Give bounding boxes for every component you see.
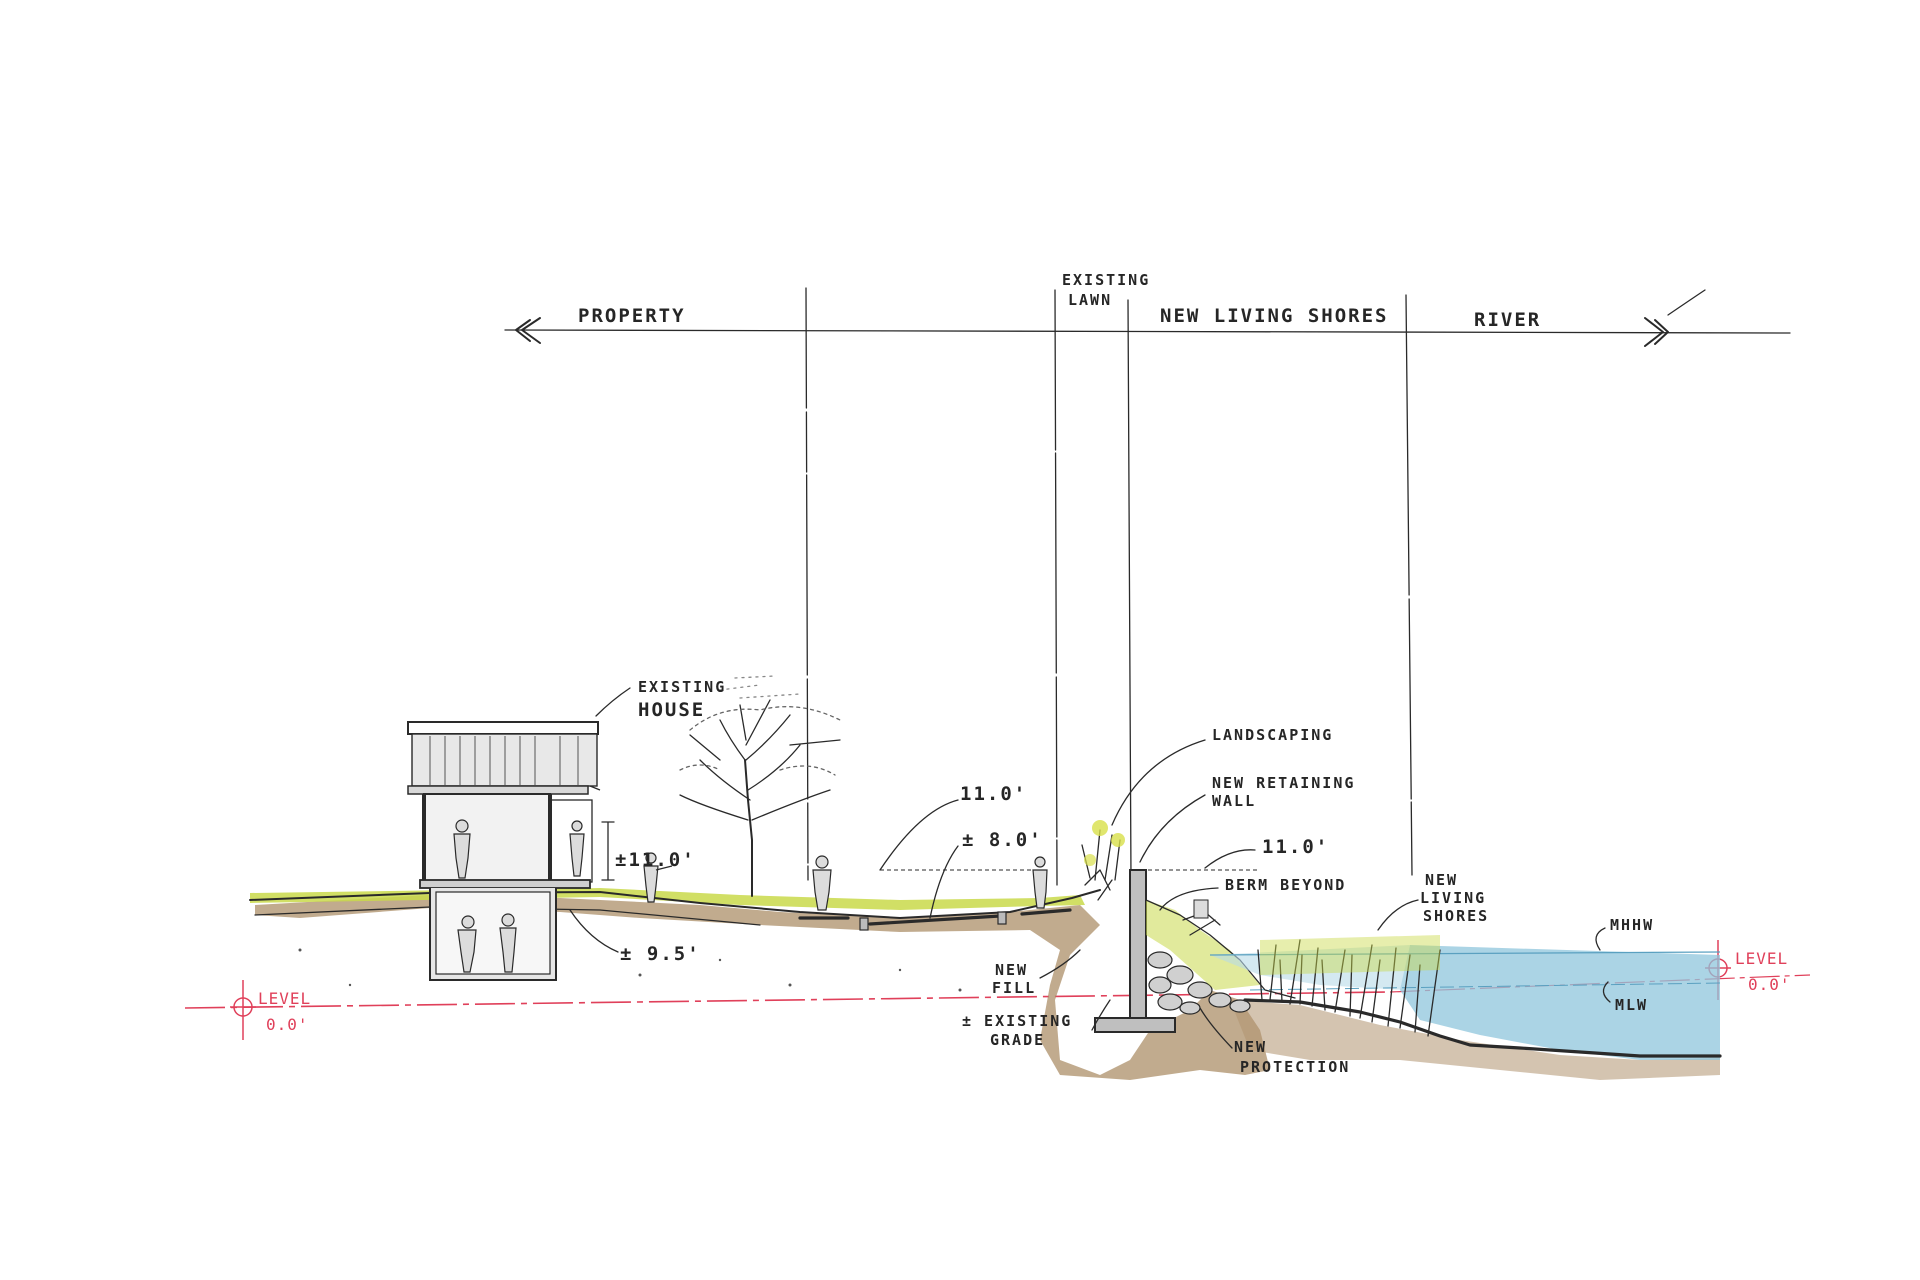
living-shore-reeds — [1257, 939, 1441, 1037]
left-arrow-icon — [515, 317, 541, 344]
zone-property-label: PROPERTY — [578, 305, 686, 327]
landscaping-plant-icon — [1081, 820, 1125, 901]
elev-lawn-top: 11.0' — [960, 783, 1027, 805]
tree-icon — [679, 675, 841, 897]
elev-house-floor: ±11.0' — [615, 849, 696, 871]
zone-dimension-line: PROPERTY EXISTING LAWN NEW LIVING SHORES… — [504, 271, 1791, 886]
label-mlw: MLW — [1615, 996, 1648, 1014]
elev-wall-top: 11.0' — [1262, 836, 1329, 858]
elev-basement: ± 9.5' — [620, 943, 701, 965]
divider-property — [805, 287, 809, 881]
label-new-living-shores-1: NEW — [1425, 871, 1458, 889]
label-new-retaining-wall-2: WALL — [1212, 792, 1256, 810]
zone-river-label: RIVER — [1474, 309, 1541, 331]
label-new-protection-1: NEW — [1234, 1038, 1267, 1056]
datum-right-label: LEVEL — [1735, 949, 1788, 968]
label-new-retaining-wall-1: NEW RETAINING — [1212, 774, 1355, 792]
river-water — [1209, 935, 1722, 1060]
divider-shores — [1405, 294, 1413, 876]
datum-left-value: 0.0' — [266, 1015, 309, 1034]
retaining-wall — [1081, 820, 1296, 1033]
datum-right-value: 0.0' — [1748, 975, 1791, 994]
person-figure-icon — [453, 819, 585, 973]
label-existing-grade-2: GRADE — [990, 1031, 1045, 1049]
datum-left-marker-icon — [230, 980, 256, 1040]
existing-house — [407, 721, 601, 981]
zone-existing-lawn-label-2: LAWN — [1068, 291, 1112, 309]
zone-existing-lawn-label-1: EXISTING — [1062, 271, 1150, 289]
water-body — [1400, 945, 1720, 1060]
soil-layer — [255, 895, 1270, 1080]
label-mhhw: MHHW — [1610, 916, 1654, 934]
person-figure-icon — [643, 852, 1048, 911]
label-new-living-shores-3: SHORES — [1423, 907, 1489, 925]
label-existing-grade-1: ± EXISTING — [962, 1012, 1072, 1030]
divider-lawn-right — [1127, 299, 1132, 881]
label-existing-house-1: EXISTING — [638, 678, 726, 696]
datum-left-label: LEVEL — [258, 989, 311, 1008]
drainage-pipe — [798, 908, 1072, 931]
right-arrow-icon — [1644, 317, 1669, 347]
label-new-fill-2: FILL — [992, 979, 1036, 997]
divider-lawn-left — [1054, 289, 1058, 886]
riprap-protection — [1147, 951, 1251, 1015]
elev-lawn-low: ± 8.0' — [962, 829, 1043, 851]
label-landscaping: LANDSCAPING — [1212, 726, 1333, 744]
label-new-fill-1: NEW — [995, 961, 1028, 979]
label-new-protection-2: PROTECTION — [1240, 1058, 1350, 1076]
berm-beyond — [1146, 900, 1260, 990]
label-berm-beyond: BERM BEYOND — [1225, 876, 1346, 894]
label-new-living-shores-2: LIVING — [1420, 889, 1486, 907]
zone-new-living-shores-label: NEW LIVING SHORES — [1160, 305, 1388, 327]
annotations: EXISTING HOUSE ±11.0' ± 9.5' 11.0' ± 8.0… — [569, 678, 1654, 1076]
label-existing-house-2: HOUSE — [638, 699, 705, 721]
